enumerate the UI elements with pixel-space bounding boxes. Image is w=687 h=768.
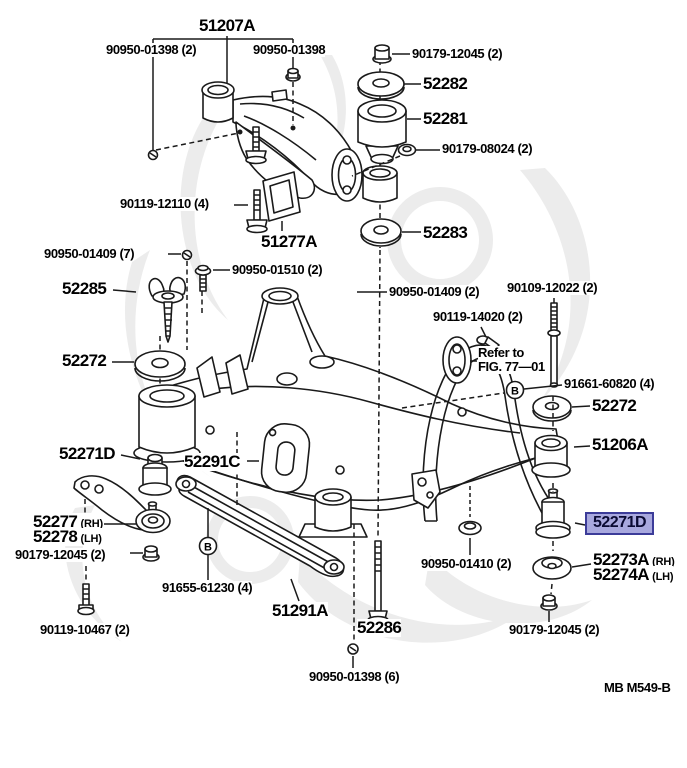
label-91661-60820: 91661-60820 (4) <box>564 376 655 391</box>
arm-52277 <box>73 475 171 534</box>
label-90119-14020: 90119-14020 (2) <box>433 309 523 324</box>
label-51207A: 51207A <box>199 16 256 35</box>
bolt-icon-52286 <box>367 540 389 625</box>
svg-text:B: B <box>204 542 212 554</box>
clip-nut-icon <box>181 249 193 261</box>
label-52283: 52283 <box>423 223 468 242</box>
bushing-51206A <box>531 434 571 478</box>
label-52271D-left: 52271D <box>59 444 116 463</box>
label-51291A: 51291A <box>272 601 329 620</box>
label-52273A-rh: 52273A (RH) <box>593 550 675 569</box>
clip-nut-icon <box>347 643 359 655</box>
stud-bolt-icon <box>547 302 561 388</box>
label-90179-08024: 90179-08024 (2) <box>442 141 533 156</box>
washer-icon <box>532 395 572 422</box>
nut-icon <box>540 594 558 611</box>
label-90950-01398-6: 90950-01398 (6) <box>309 669 400 684</box>
label-90950-01398-right: 90950-01398 <box>253 42 326 57</box>
bolt-icon <box>77 583 95 616</box>
washer-icon <box>134 350 186 382</box>
label-52274A-lh: 52274A (LH) <box>593 565 674 584</box>
bolt-icon <box>245 126 267 165</box>
label-52272-right: 52272 <box>592 396 637 415</box>
washer-icon <box>360 218 402 247</box>
label-52271D-highlighted[interactable]: 52271D <box>585 512 655 535</box>
label-90119-10467: 90119-10467 (2) <box>40 622 130 637</box>
brace-51291A <box>175 474 345 578</box>
label-90950-01510: 90950-01510 (2) <box>232 262 323 277</box>
nut-icon <box>142 545 160 562</box>
bushing-52271D-highlighted <box>535 488 571 539</box>
label-52286: 52286 <box>357 618 402 637</box>
left-parts-art <box>134 67 301 382</box>
label-90179-12045-bottom-right: 90179-12045 (2) <box>509 622 600 637</box>
leader-lines-over <box>85 36 592 668</box>
circled-b-marker-right: B <box>505 380 525 400</box>
bushing-52271D-left <box>138 453 172 496</box>
bolt-icon <box>246 189 268 234</box>
end-bracket <box>331 148 363 202</box>
camber-plate <box>442 336 472 384</box>
label-90109-12022: 90109-12022 (2) <box>507 280 598 295</box>
label-52277-rh: 52277 (RH) <box>33 512 103 531</box>
rear-mount-bushing <box>298 488 368 538</box>
bottom-parts-art <box>73 302 572 655</box>
left-end-bushing <box>133 384 201 463</box>
label-91655-61230: 91655-61230 (4) <box>162 580 253 595</box>
label-52278-lh: 52278 (LH) <box>33 527 102 546</box>
stud-52285 <box>148 276 187 343</box>
washer-icon <box>357 71 405 100</box>
label-90950-01398-left: 90950-01398 (2) <box>106 42 197 57</box>
end-cylinder <box>362 165 398 203</box>
plate-51277A <box>262 171 301 222</box>
label-refer-to-line1: Refer to <box>478 345 524 360</box>
label-refer-to-line2: FIG. 77—01 <box>478 359 545 374</box>
label-52282: 52282 <box>423 74 468 93</box>
nut-icon <box>372 44 392 64</box>
label-51206A: 51206A <box>592 435 649 454</box>
cap-nut-icon <box>458 520 482 536</box>
label-90179-12045-top: 90179-12045 (2) <box>412 46 503 61</box>
label-90950-01409-2: 90950-01409 (2) <box>389 284 480 299</box>
label-90950-01410: 90950-01410 (2) <box>421 556 512 571</box>
top-crossmember-art <box>201 81 398 234</box>
label-52291C: 52291C <box>184 452 241 471</box>
label-90179-12045-bottom-left: 90179-12045 (2) <box>15 547 106 562</box>
boss-mount <box>201 81 235 123</box>
label-90119-12110: 90119-12110 (4) <box>120 196 209 211</box>
main-crossmember-art <box>133 287 561 538</box>
label-52285: 52285 <box>62 279 107 298</box>
washer-icon <box>532 556 572 580</box>
circled-b-marker-left: B <box>198 536 218 556</box>
label-90950-01409-7: 90950-01409 (7) <box>44 246 135 261</box>
nut-icon <box>285 67 301 82</box>
bracket-52291C <box>260 423 311 494</box>
nut-icon <box>397 143 417 157</box>
figure-code: MB M549-B <box>604 680 671 695</box>
bolt-icon <box>194 264 212 292</box>
label-52272-left: 52272 <box>62 351 107 370</box>
bushing-icon <box>357 99 407 165</box>
svg-text:B: B <box>511 386 519 398</box>
clip-nut-icon <box>147 149 159 161</box>
label-51277A: 51277A <box>261 232 318 251</box>
label-52281: 52281 <box>423 109 468 128</box>
